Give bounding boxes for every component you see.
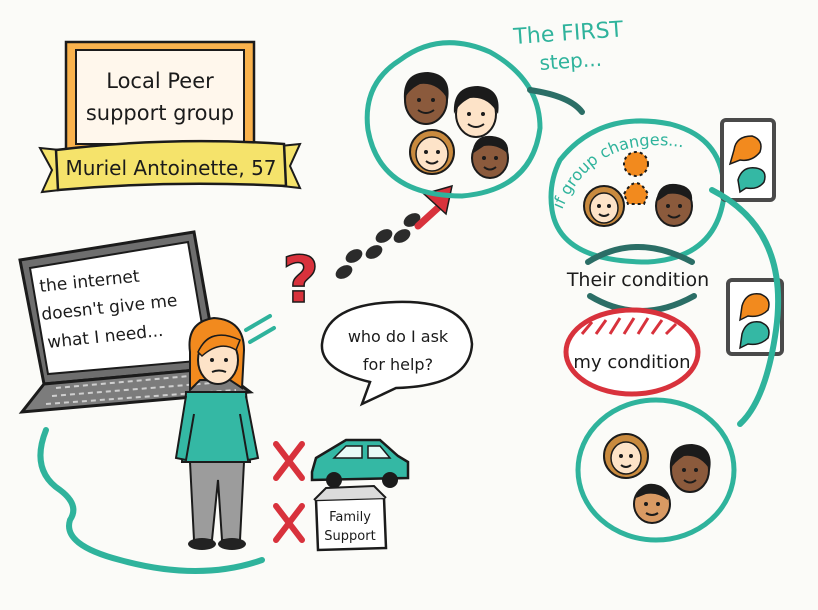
group-changes-circle: if group changes... — [548, 118, 727, 265]
teal-squiggle-left — [37, 427, 265, 574]
peer-face-1 — [403, 72, 449, 125]
peer-face-4 — [471, 135, 509, 179]
first-step-line-2: step... — [539, 47, 603, 75]
car-icon — [310, 438, 410, 488]
name-banner: Muriel Antoinette, 57 — [38, 139, 302, 194]
family-label-2: Support — [324, 529, 375, 544]
chat-bubbles-icon-middle — [726, 278, 784, 356]
first-step-line-1: The FIRST — [512, 17, 625, 50]
banner-name: Muriel Antoinette, 57 — [65, 156, 276, 180]
my-condition-label: my condition — [573, 352, 690, 373]
peer-face-3 — [409, 129, 455, 175]
footsteps-icon — [335, 213, 421, 279]
question-mark-glyph: ? — [282, 244, 319, 318]
teal-connector — [527, 87, 585, 115]
cross-family-icon — [273, 503, 305, 543]
question-mark-icon: ? — [281, 243, 320, 319]
family-support-box: Family Support — [313, 484, 388, 552]
sign-line-1: Local Peer — [106, 69, 214, 93]
sign-line-2: support group — [86, 101, 234, 125]
leaving-member-icon — [622, 151, 650, 205]
speech-line-1: who do I ask — [348, 327, 449, 346]
cross-car-icon — [273, 441, 305, 481]
speech-line-2: for help? — [363, 355, 433, 374]
new-member-face-2 — [669, 444, 711, 493]
teal-arc-right — [709, 187, 782, 427]
their-condition: Their condition — [566, 244, 709, 314]
peer-face-2 — [453, 86, 499, 138]
their-condition-label: Their condition — [566, 269, 709, 291]
person-muriel — [174, 316, 260, 550]
member-face-2 — [655, 183, 693, 227]
my-condition: my condition — [563, 307, 701, 397]
new-member-face-1 — [603, 433, 649, 479]
member-face-1 — [583, 185, 625, 227]
chat-bubbles-icon-top — [720, 118, 776, 202]
speech-bubble: who do I ask for help? — [320, 300, 474, 407]
family-label-1: Family — [329, 510, 371, 525]
new-group-circle — [575, 397, 737, 543]
thought-lines — [244, 314, 276, 344]
new-member-face-3 — [633, 483, 671, 524]
peer-group-circle — [364, 40, 543, 199]
peer-support-sign: Local Peer support group — [64, 40, 256, 158]
